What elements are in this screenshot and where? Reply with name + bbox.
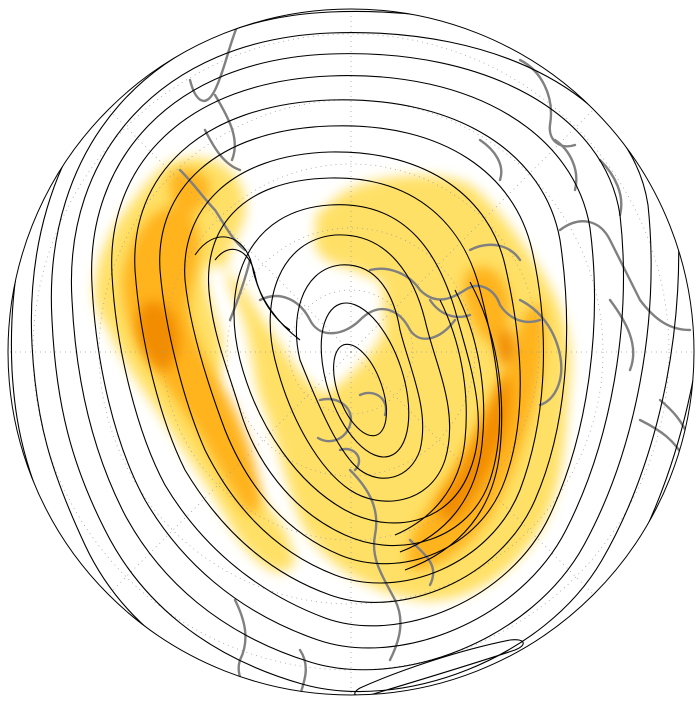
contour-c10	[111, 75, 595, 627]
contour-c14	[30, 9, 694, 695]
contour-c9	[134, 99, 568, 603]
jet-core-pacific-upper	[169, 169, 211, 216]
contour-jet-a1	[394, 299, 467, 536]
contour-c4	[269, 234, 451, 502]
contour-c8	[159, 125, 545, 584]
contour-c6	[208, 177, 501, 547]
contour-c12	[70, 31, 652, 671]
coastline-siberia-north	[258, 294, 457, 340]
contour-c5	[233, 204, 479, 524]
contour-c7	[184, 151, 521, 565]
jet-max-atlantic	[439, 375, 511, 521]
contour-c11	[91, 53, 624, 649]
jet-core-pacific-mid	[122, 206, 261, 514]
latitude-circle-40	[32, 33, 670, 671]
contour-c13	[50, 10, 680, 693]
latitude-circle-70	[226, 227, 476, 477]
map-boundary-circle	[7, 8, 695, 696]
height-contours	[10, 9, 694, 695]
contour-c3	[295, 264, 424, 479]
graticule	[8, 9, 694, 695]
contour-jet-a3	[404, 281, 503, 571]
coastline-scandinavia	[478, 58, 577, 182]
contour-closed-south	[354, 639, 524, 695]
jet-max-atlantic-north	[496, 328, 515, 365]
contour-c1	[333, 343, 387, 437]
latitude-circle-60	[162, 163, 540, 541]
coastline-east-asia	[178, 18, 252, 322]
contour-jet-a2	[399, 289, 485, 553]
latitude-circle-50	[98, 99, 604, 605]
contour-ridge-p2	[194, 236, 301, 341]
contour-c2	[320, 302, 410, 458]
latitude-circle-80	[288, 289, 414, 415]
